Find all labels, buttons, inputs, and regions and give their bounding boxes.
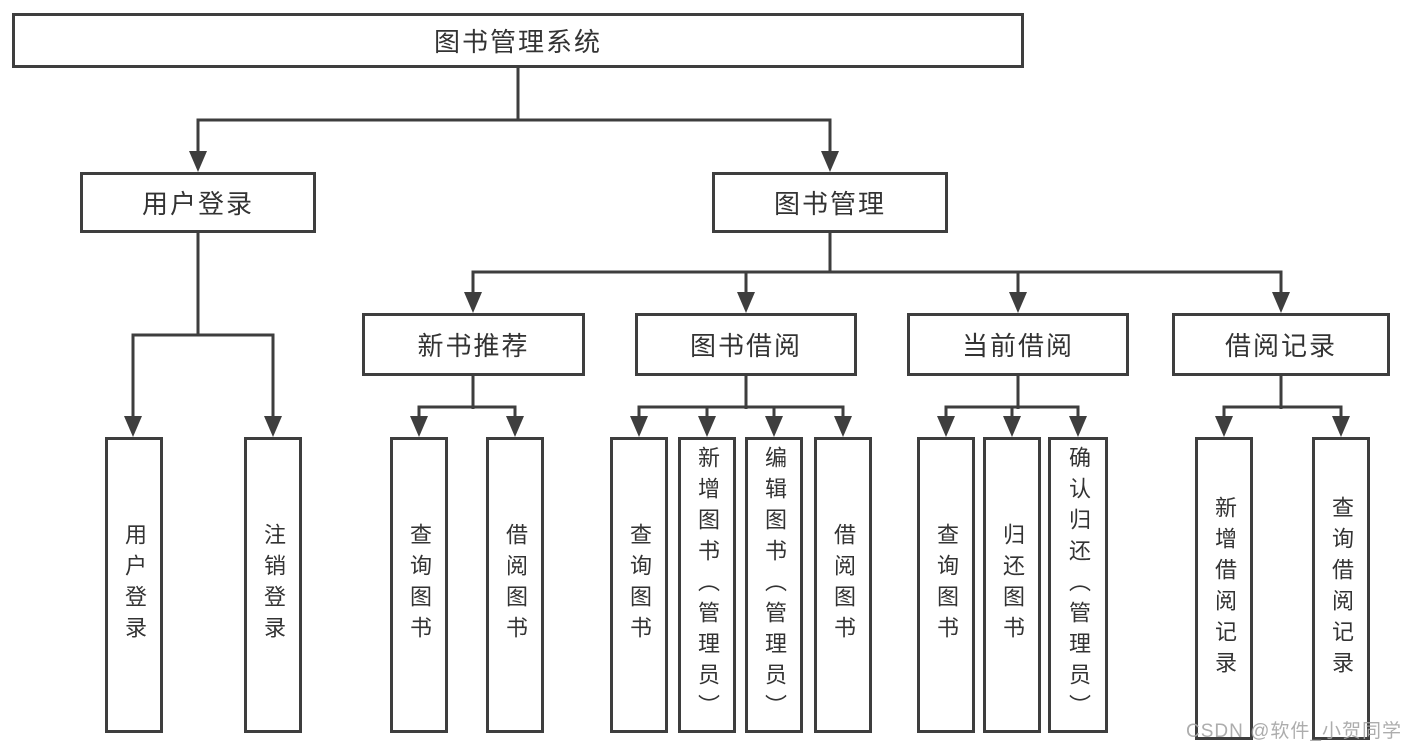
node-leaf-confirm-return: 确认归还（管理员）: [1048, 437, 1108, 733]
arrowhead-icon: [1003, 416, 1021, 437]
arrowhead-icon: [821, 151, 839, 172]
arrowhead-icon: [189, 151, 207, 172]
arrowhead-icon: [737, 292, 755, 313]
node-label: 借阅图书: [503, 523, 528, 647]
node-leaf-logout: 注销登录: [244, 437, 302, 733]
node-leaf-borrow-book-1: 借阅图书: [486, 437, 544, 733]
node-leaf-query-borrow-record: 查询借阅记录: [1312, 437, 1370, 740]
node-label: 查询图书: [407, 523, 432, 647]
node-label: 查询借阅记录: [1329, 495, 1354, 682]
arrowhead-icon: [1069, 416, 1087, 437]
node-label: 用户登录: [141, 189, 254, 219]
arrowhead-icon: [630, 416, 648, 437]
node-leaf-add-book: 新增图书（管理员）: [678, 437, 736, 733]
node-leaf-user-login: 用户登录: [105, 437, 163, 733]
arrowhead-icon: [1272, 292, 1290, 313]
node-current-borrow: 当前借阅: [907, 313, 1129, 376]
arrowhead-icon: [410, 416, 428, 437]
arrowhead-icon: [765, 416, 783, 437]
node-leaf-edit-book: 编辑图书（管理员）: [745, 437, 803, 733]
node-label: 新书推荐: [417, 331, 530, 361]
arrowhead-icon: [506, 416, 524, 437]
arrowhead-icon: [1332, 416, 1350, 437]
node-leaf-query-book-2: 查询图书: [610, 437, 668, 733]
node-label: 当前借阅: [961, 331, 1074, 361]
node-leaf-return-book: 归还图书: [983, 437, 1041, 733]
node-label: 注销登录: [261, 523, 286, 647]
node-leaf-query-book-3: 查询图书: [917, 437, 975, 733]
arrowhead-icon: [1215, 416, 1233, 437]
arrowhead-icon: [464, 292, 482, 313]
node-label: 确认归还（管理员）: [1066, 445, 1091, 725]
node-label: 新增图书（管理员）: [695, 445, 720, 725]
node-leaf-query-book-1: 查询图书: [390, 437, 448, 733]
node-label: 图书借阅: [689, 331, 802, 361]
node-label: 查询图书: [627, 523, 652, 647]
node-book-mgmt: 图书管理: [712, 172, 948, 233]
arrowhead-icon: [124, 416, 142, 437]
arrowhead-icon: [1009, 292, 1027, 313]
node-label: 图书管理: [773, 189, 886, 219]
node-user-login: 用户登录: [80, 172, 316, 233]
node-leaf-borrow-book-2: 借阅图书: [814, 437, 872, 733]
node-leaf-add-borrow-record: 新增借阅记录: [1195, 437, 1253, 740]
node-root: 图书管理系统: [12, 13, 1024, 68]
node-label: 查询图书: [934, 523, 959, 647]
node-label: 图书管理系统: [433, 27, 602, 57]
node-label: 编辑图书（管理员）: [762, 445, 787, 725]
node-borrow-records: 借阅记录: [1172, 313, 1390, 376]
arrowhead-icon: [937, 416, 955, 437]
arrowhead-icon: [698, 416, 716, 437]
node-new-book-recommend: 新书推荐: [362, 313, 585, 376]
node-label: 借阅图书: [831, 523, 856, 647]
arrowhead-icon: [834, 416, 852, 437]
node-book-borrow: 图书借阅: [635, 313, 857, 376]
node-label: 新增借阅记录: [1212, 495, 1237, 682]
watermark: CSDN @软件_小贺同学: [1186, 721, 1402, 742]
node-label: 借阅记录: [1224, 331, 1337, 361]
arrowhead-icon: [264, 416, 282, 437]
node-label: 归还图书: [1000, 523, 1025, 647]
node-label: 用户登录: [122, 523, 147, 647]
